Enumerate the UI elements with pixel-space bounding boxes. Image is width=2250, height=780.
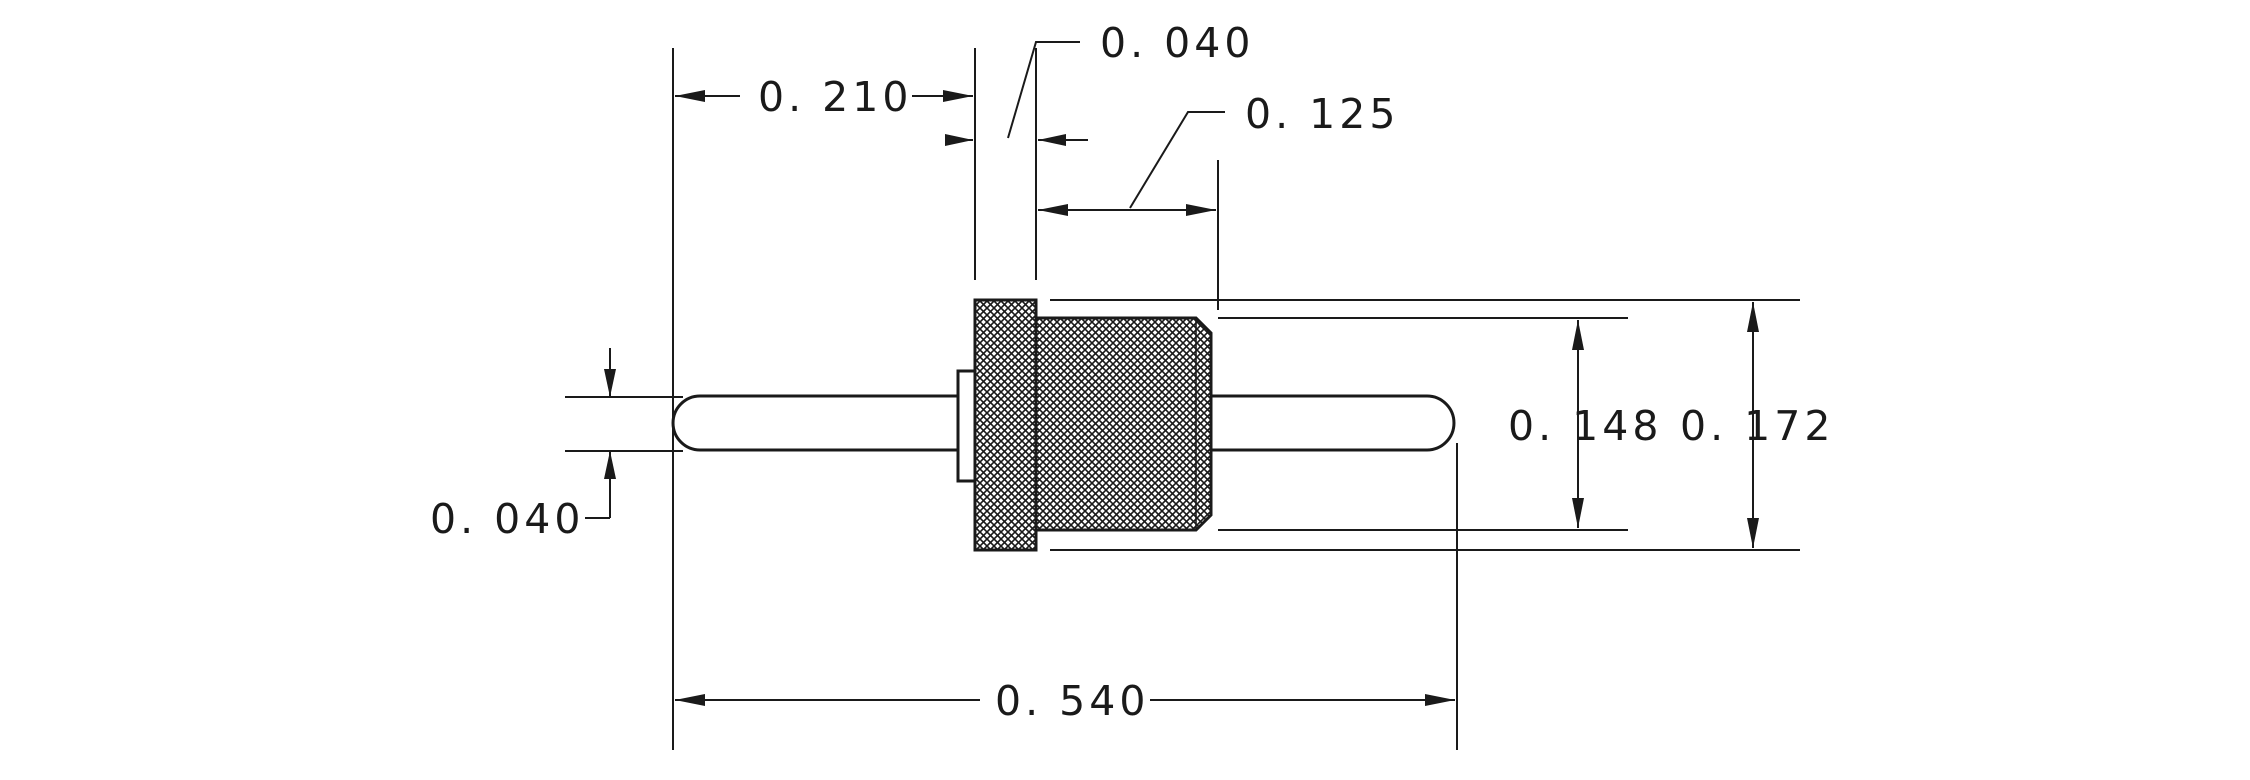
body-diameter-label: 0. 148 [1508,402,1662,450]
dim-flange-offset: 0. 210 [675,73,973,121]
flange-thickness-label: 0. 040 [1100,19,1254,67]
body-length-label: 0. 125 [1245,90,1399,138]
extension-lines [565,48,1800,750]
dim-body-diameter: 0. 148 [1508,320,1662,528]
left-pin [671,394,960,452]
dim-body-length: 0. 125 [1038,90,1399,216]
dim-overall-length: 0. 540 [675,677,1455,725]
shoulder-ring [956,369,977,483]
flange-offset-label: 0. 210 [758,73,912,121]
right-pin [1198,394,1456,452]
pin-diameter-label: 0. 040 [430,495,584,543]
overall-length-label: 0. 540 [995,677,1149,725]
dim-pin-diameter: 0. 040 [430,348,616,543]
flange [973,298,1038,552]
pin-part [671,298,1456,552]
dim-flange-thickness: 0. 040 [945,19,1254,146]
knurled-body [1034,316,1213,532]
flange-diameter-label: 0. 172 [1680,402,1834,450]
dim-flange-diameter: 0. 172 [1680,302,1834,548]
